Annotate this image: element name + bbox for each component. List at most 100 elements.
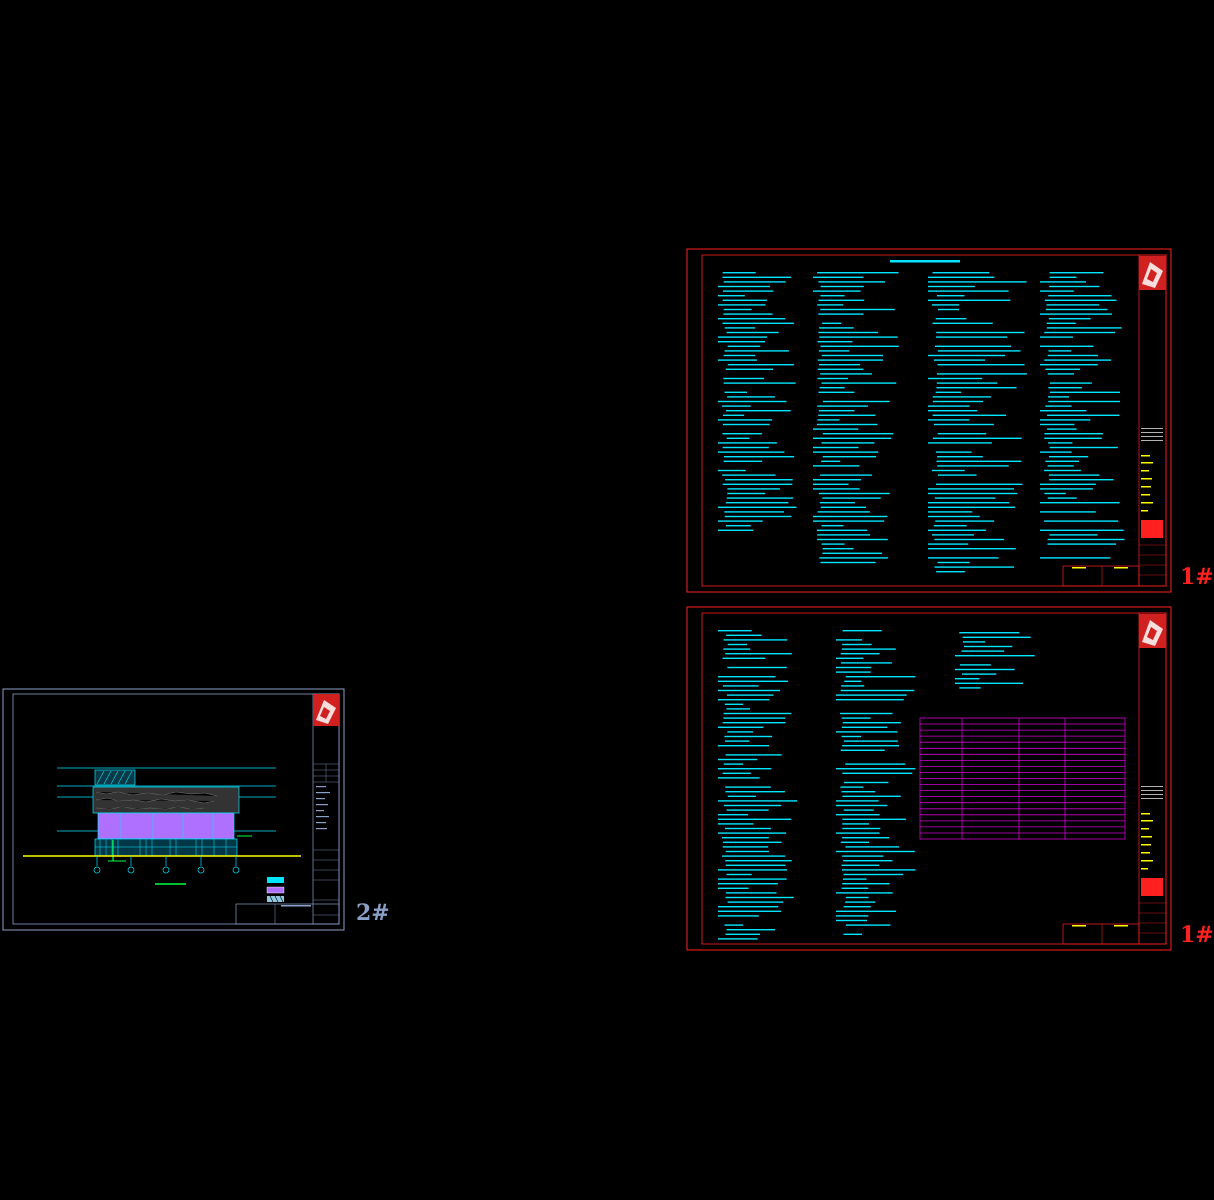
note-text-line [822, 400, 890, 403]
note-text-line [836, 910, 897, 912]
note-text-line [937, 350, 1021, 352]
note-text-line [718, 400, 787, 403]
note-text-line [723, 717, 786, 719]
note-text-line [843, 809, 874, 811]
note-text-line [842, 772, 913, 774]
note-text-line [813, 488, 860, 490]
note-text-line [840, 689, 915, 692]
note-text-line [821, 354, 883, 357]
note-text-line [935, 451, 972, 453]
note-text-line [840, 786, 864, 788]
note-text-line [1040, 557, 1111, 559]
note-text-line [726, 331, 779, 334]
note-text-line [934, 538, 1004, 541]
note-text-line [822, 322, 842, 324]
note-text-line [932, 414, 1007, 416]
note-text-line [718, 295, 745, 297]
sheet-1-top-outer-border [686, 248, 1172, 593]
note-text-line [836, 892, 893, 894]
notes-text-columns [718, 272, 1125, 573]
note-text-line [928, 410, 978, 412]
note-text-line [1049, 285, 1100, 288]
note-text-line [840, 749, 885, 751]
note-text-line [1045, 460, 1079, 462]
note-text-line [1047, 543, 1117, 545]
note-text-line [817, 534, 870, 536]
note-text-line [836, 850, 915, 853]
note-text-line [1040, 488, 1093, 490]
note-text-line [723, 382, 796, 384]
note-text-line [727, 492, 766, 495]
note-text-line [813, 483, 849, 485]
note-text-line [718, 768, 772, 770]
note-text-line [819, 327, 854, 329]
note-text-line [1049, 382, 1092, 384]
note-text-line [1044, 492, 1066, 495]
note-text-line [818, 414, 876, 416]
note-text-line [817, 423, 878, 426]
note-text-line [1049, 276, 1077, 278]
note-text-line [718, 823, 754, 825]
note-text-line [836, 731, 898, 733]
note-text-line [817, 511, 870, 513]
note-text-line [1048, 318, 1091, 320]
note-text-line [725, 786, 771, 788]
note-text-line [722, 423, 770, 426]
note-text-line [938, 308, 959, 311]
note-text-line [724, 511, 784, 513]
note-text-line [818, 299, 865, 301]
note-text-line [818, 313, 864, 315]
note-text-line [718, 777, 760, 779]
note-text-line [1040, 364, 1098, 366]
note-text-line [1040, 483, 1096, 485]
note-text-line [845, 763, 906, 765]
note-text-line [836, 804, 888, 807]
note-text-line [726, 929, 776, 931]
note-text-line [722, 446, 769, 449]
note-text-line [937, 433, 987, 435]
note-text-line [727, 731, 753, 733]
note-text-line [845, 676, 916, 678]
note-text-line [843, 878, 867, 880]
note-text-line [718, 341, 766, 343]
note-text-line [936, 387, 1017, 389]
note-text-line [1044, 299, 1117, 301]
note-text-line [723, 308, 752, 311]
note-text-line [842, 722, 901, 724]
note-text-line [1047, 428, 1077, 430]
note-text-line [934, 423, 994, 426]
note-text-line [718, 529, 754, 531]
note-text-line [928, 548, 1016, 550]
note-text-line [725, 827, 771, 830]
material-legend [266, 877, 285, 903]
note-text-line [718, 699, 770, 701]
note-text-line [955, 682, 1023, 684]
note-text-line [1044, 437, 1102, 439]
note-text-line [817, 272, 899, 274]
note-text-line [725, 754, 782, 756]
note-text-line [928, 506, 1016, 508]
note-text-line [1049, 446, 1118, 449]
note-text-line [932, 272, 990, 274]
note-text-line [818, 391, 855, 393]
note-text-line [1040, 529, 1124, 531]
note-text-line [928, 543, 969, 545]
note-text-line [821, 382, 897, 384]
note-text-line [718, 878, 787, 880]
note-text-line [726, 497, 794, 499]
note-text-line [959, 632, 1020, 634]
note-text-line [935, 520, 995, 522]
note-text-line [819, 364, 861, 366]
sheet-1-bottom-label: 1# [1180, 922, 1214, 948]
note-text-line [725, 368, 773, 370]
note-text-line [725, 502, 789, 504]
note-text-line [819, 387, 845, 389]
note-text-line [836, 814, 880, 816]
note-text-line [820, 308, 895, 311]
note-text-line [932, 469, 965, 472]
note-text-line [843, 781, 889, 784]
note-text-line [937, 364, 1025, 366]
note-text-line [842, 883, 890, 885]
note-text-line [836, 832, 880, 834]
